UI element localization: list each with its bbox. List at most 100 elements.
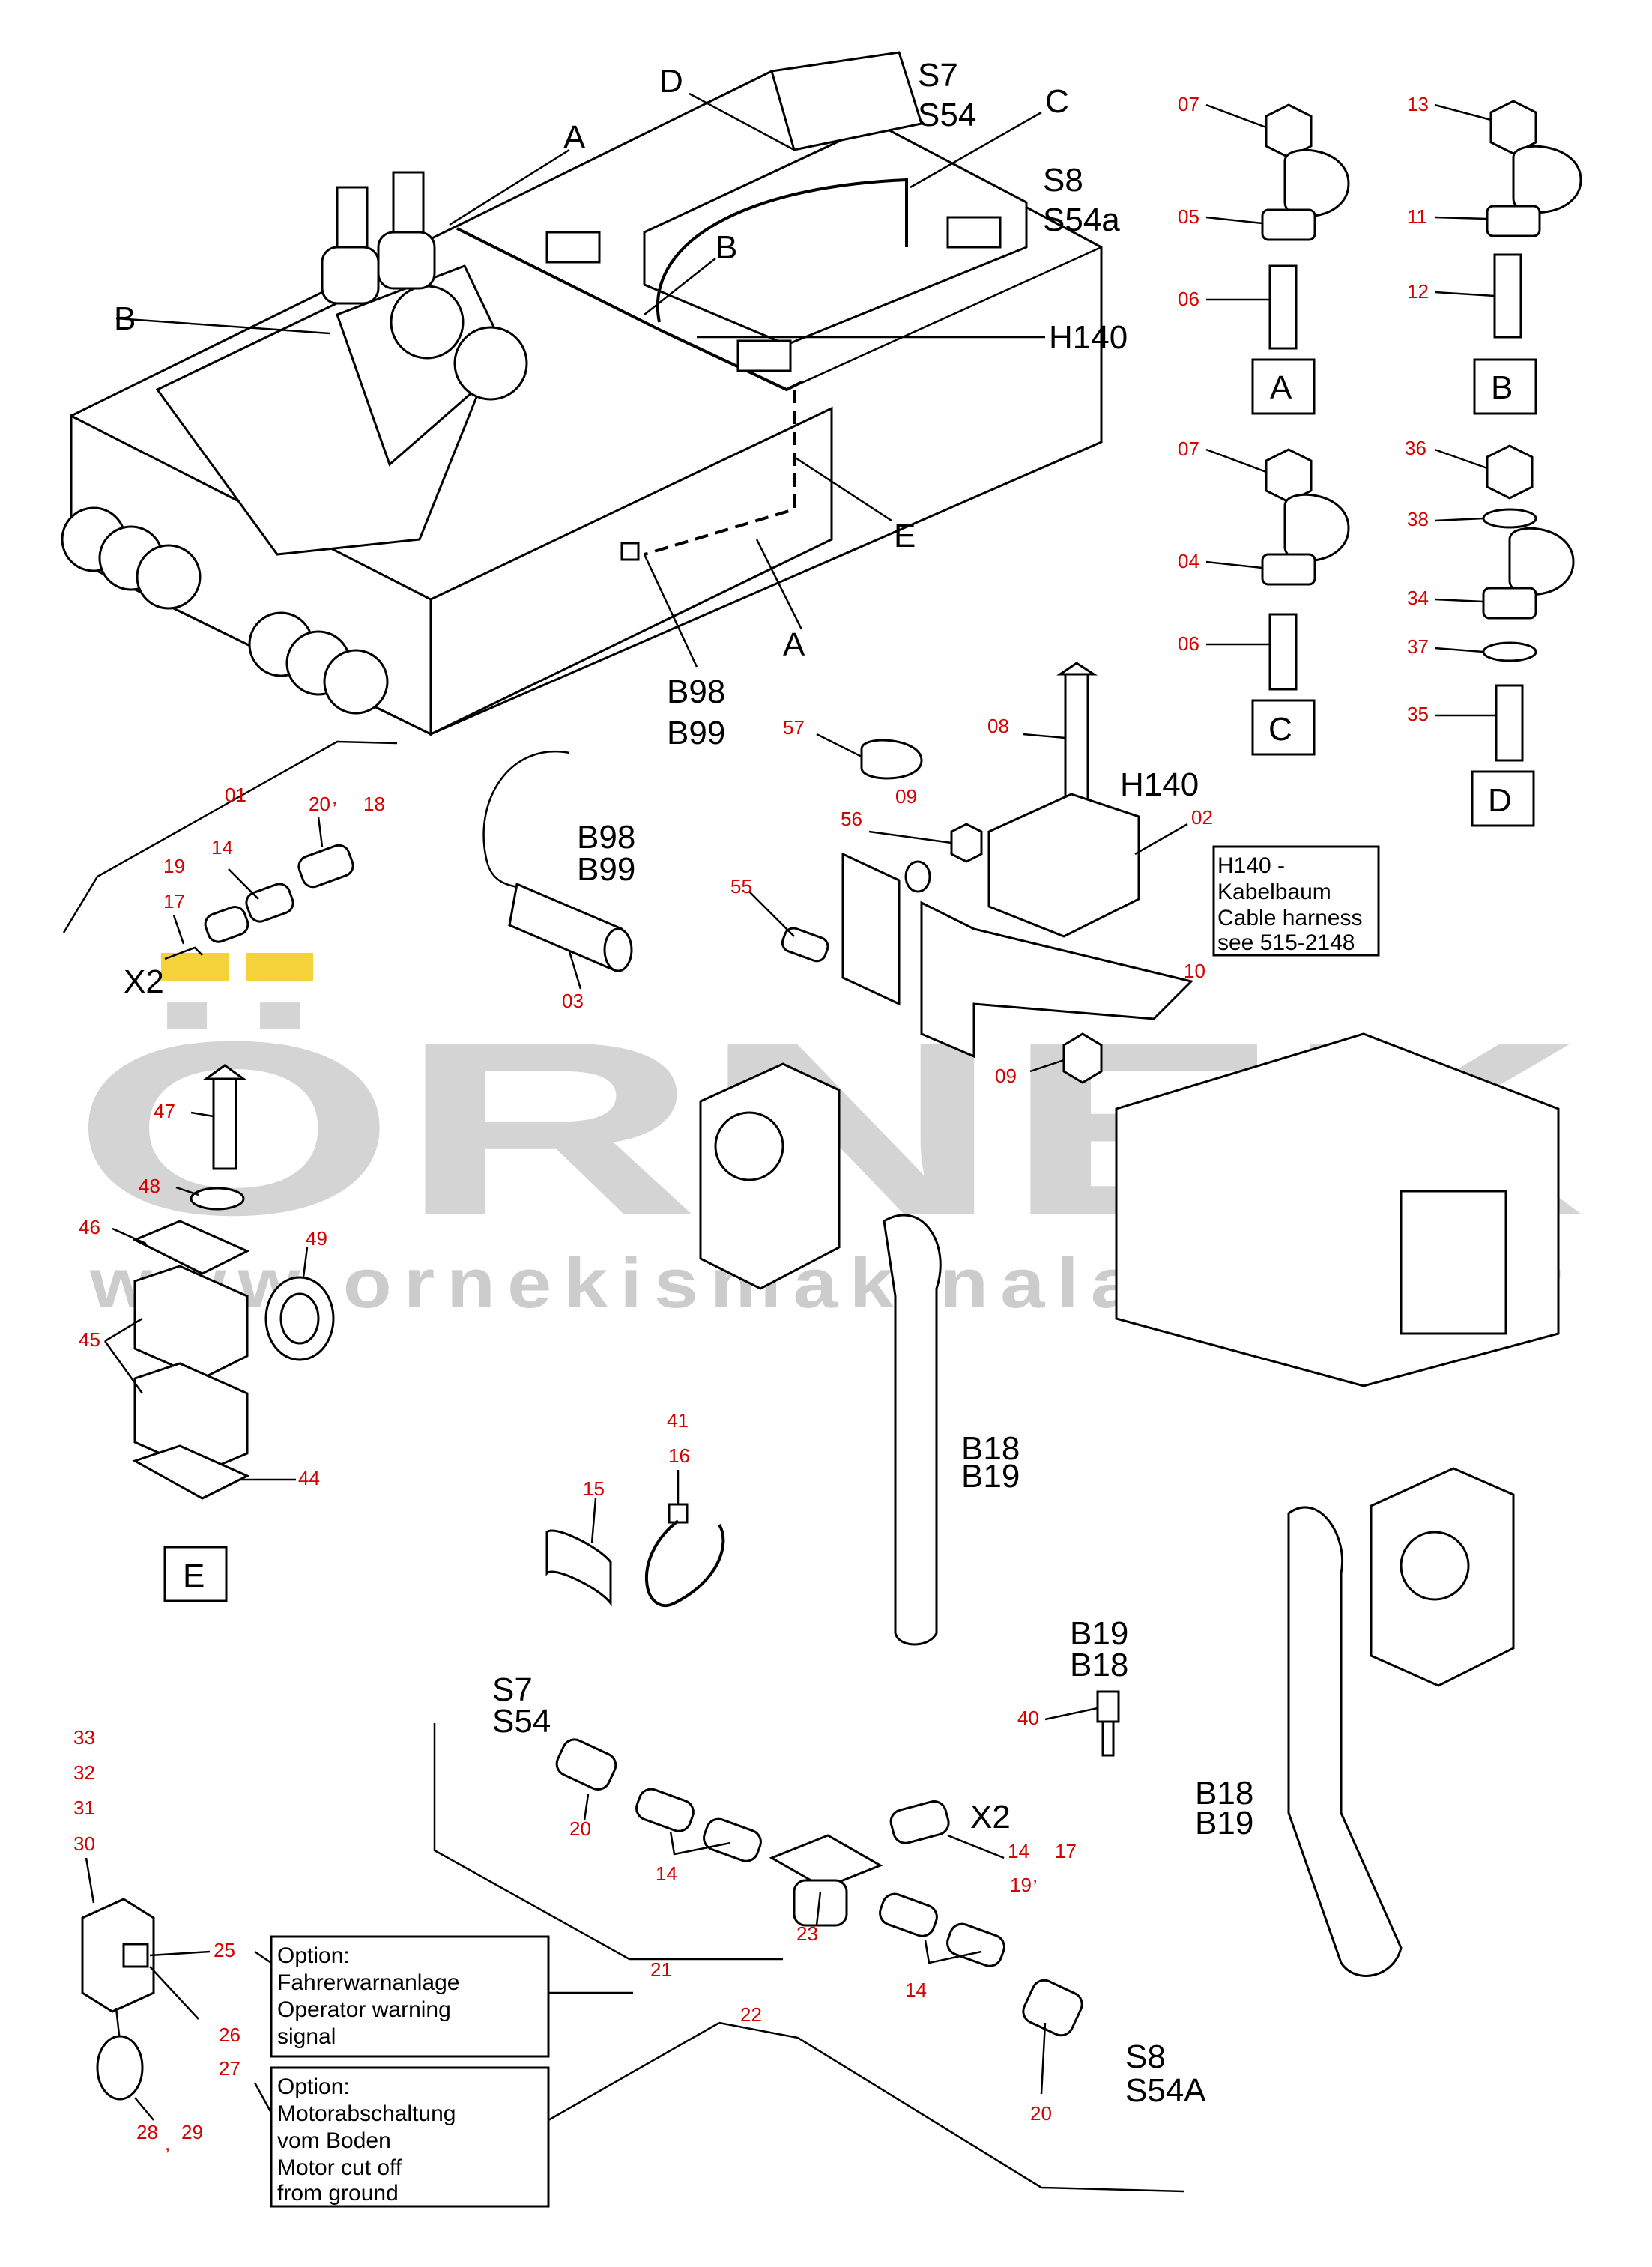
intake-pipe-upper xyxy=(883,1214,942,1646)
main-frame-drawing xyxy=(61,51,1103,736)
bh-comma: , xyxy=(1032,1864,1038,1886)
bh-seal-e xyxy=(946,1922,1005,1967)
part-09-bottom: 09 xyxy=(995,1065,1017,1087)
pressure-switch-group: B19 B18 40 xyxy=(1017,1615,1128,1757)
frame-lugs-front xyxy=(61,506,389,715)
harness-block-02 xyxy=(987,793,1140,938)
switch-40 xyxy=(1096,1690,1120,1723)
conn-part-20: 20 xyxy=(309,793,330,815)
label-h140-top: H140 xyxy=(1049,319,1128,356)
label-s54a-top: S54a xyxy=(1043,202,1120,238)
frame-cylinders xyxy=(321,171,436,305)
sensor-b98-group: B98 B99 03 xyxy=(482,751,635,1012)
bh-part-14a: 14 xyxy=(656,1862,677,1885)
bh-part-20a: 20 xyxy=(569,1817,591,1840)
detail-a-box xyxy=(1251,358,1316,415)
main-frame-labels: A B D C S7 S54 S8 S54a B H140 E A B98 B9… xyxy=(114,57,1128,751)
tie-part-41: 41 xyxy=(667,1409,689,1432)
pendant-handle xyxy=(96,2035,144,2101)
bh-seal-a xyxy=(635,1788,695,1832)
option2-line-1: Option: xyxy=(277,2074,350,2099)
detail-d: 36 38 34 37 35 D xyxy=(1405,437,1575,827)
sensor-part-03: 03 xyxy=(562,990,584,1012)
bh-seal-d xyxy=(879,1892,938,1937)
conn-part-14: 14 xyxy=(211,836,233,859)
detail-b-box xyxy=(1473,358,1537,415)
opt-part-25: 25 xyxy=(214,1939,235,1961)
filter-label-b18-lower: B18 xyxy=(1195,1775,1253,1812)
part-10: 10 xyxy=(1184,960,1205,982)
screw-55 xyxy=(781,927,829,963)
option1-line-2: Fahrerwarnanlage xyxy=(277,1970,459,1995)
label-d: D xyxy=(659,63,683,100)
bh-label-x2: X2 xyxy=(970,1799,1011,1835)
detail-a-part-06: 06 xyxy=(1178,288,1199,310)
part-09-top: 09 xyxy=(895,785,917,808)
conn-part-19: 19 xyxy=(163,855,185,877)
h140-note-line-1: H140 - xyxy=(1217,853,1285,878)
option1-line-4: signal xyxy=(277,2024,336,2049)
detail-b: 13 11 12 B xyxy=(1407,93,1582,415)
detail-c-letter: C xyxy=(1268,711,1292,748)
option2-line-3: vom Boden xyxy=(277,2128,391,2153)
cable-tie-group: 41 16 15 xyxy=(545,1409,725,1607)
clamp-group-e: 47 48 46 49 45 44 E xyxy=(79,1064,335,1602)
frame-side-face xyxy=(429,406,833,736)
detail-d-part-34: 34 xyxy=(1407,587,1429,609)
e-part-48: 48 xyxy=(139,1175,160,1197)
pendant-button xyxy=(122,1943,149,1968)
bolt-47 xyxy=(212,1077,237,1170)
bh-plug-20b xyxy=(1022,1979,1083,2037)
bracket-plate xyxy=(841,852,901,1006)
plate-46 xyxy=(132,1220,250,1275)
sensor-label-b98: B98 xyxy=(577,819,635,856)
opt-part-31: 31 xyxy=(73,1797,95,1819)
detail-d-part-38: 38 xyxy=(1407,508,1429,530)
h140-bracket-group: 08 H140 02 57 09 56 55 10 09 H140 - Kabe… xyxy=(730,662,1380,1087)
clamp-half-upper xyxy=(133,1265,249,1380)
label-a-bottom: A xyxy=(783,626,805,663)
bh-t-connector-23 xyxy=(769,1834,883,1889)
detail-e-letter: E xyxy=(183,1558,205,1594)
bh-seal-b xyxy=(703,1817,762,1862)
frame-step-plate xyxy=(770,51,923,151)
part-57: 57 xyxy=(783,716,805,739)
detail-c-part-06: 06 xyxy=(1178,632,1199,655)
bh-label-s7: S7 xyxy=(492,1671,533,1708)
filter-label-b18-upper: B18 xyxy=(961,1430,1020,1467)
tie-strap xyxy=(644,1519,725,1607)
opt-part-26: 26 xyxy=(219,2024,240,2046)
conn-comma: , xyxy=(332,786,337,808)
bh-part-14c: 14 xyxy=(905,1979,927,2001)
label-b-center: B xyxy=(715,229,737,266)
part-56: 56 xyxy=(841,808,862,830)
bh-part-19: 19 xyxy=(1010,1874,1032,1896)
detail-c-box xyxy=(1251,699,1316,756)
detail-d-box xyxy=(1471,770,1535,827)
opt-part-33: 33 xyxy=(73,1726,95,1749)
conn-part-17: 17 xyxy=(163,890,185,912)
pendant-switch-box xyxy=(81,1898,155,2013)
clip-57 xyxy=(860,739,923,780)
detail-a-letter: A xyxy=(1270,369,1292,406)
tie-head-16 xyxy=(668,1503,689,1524)
bh-part-22: 22 xyxy=(740,2003,762,2026)
air-filter-upper xyxy=(699,1062,841,1290)
frame-cable-run-2 xyxy=(656,178,908,323)
bh-part-14b: 14 xyxy=(1008,1840,1029,1862)
option2-line-2: Motorabschaltung xyxy=(277,2101,456,2126)
detail-c-part-07: 07 xyxy=(1178,438,1199,460)
part-08: 08 xyxy=(987,715,1009,737)
watermark-umlaut-left xyxy=(161,953,229,981)
h140-note-line-3: Cable harness xyxy=(1217,906,1362,930)
plate-44 xyxy=(132,1444,250,1500)
frame-pivot-right xyxy=(453,326,528,401)
label-h140: H140 xyxy=(1120,766,1199,803)
watermark-umlaut-right xyxy=(246,953,313,981)
bh-part-20b: 20 xyxy=(1030,2102,1052,2125)
options-group: 33 32 31 30 25 26 27 28 , 29 Option: Fah… xyxy=(73,1726,720,2208)
bh-part-17: 17 xyxy=(1055,1840,1077,1862)
h140-note-line-2: Kabelbaum xyxy=(1217,880,1331,904)
detail-c-part-04: 04 xyxy=(1178,550,1199,572)
label-b98-top: B98 xyxy=(667,674,725,710)
